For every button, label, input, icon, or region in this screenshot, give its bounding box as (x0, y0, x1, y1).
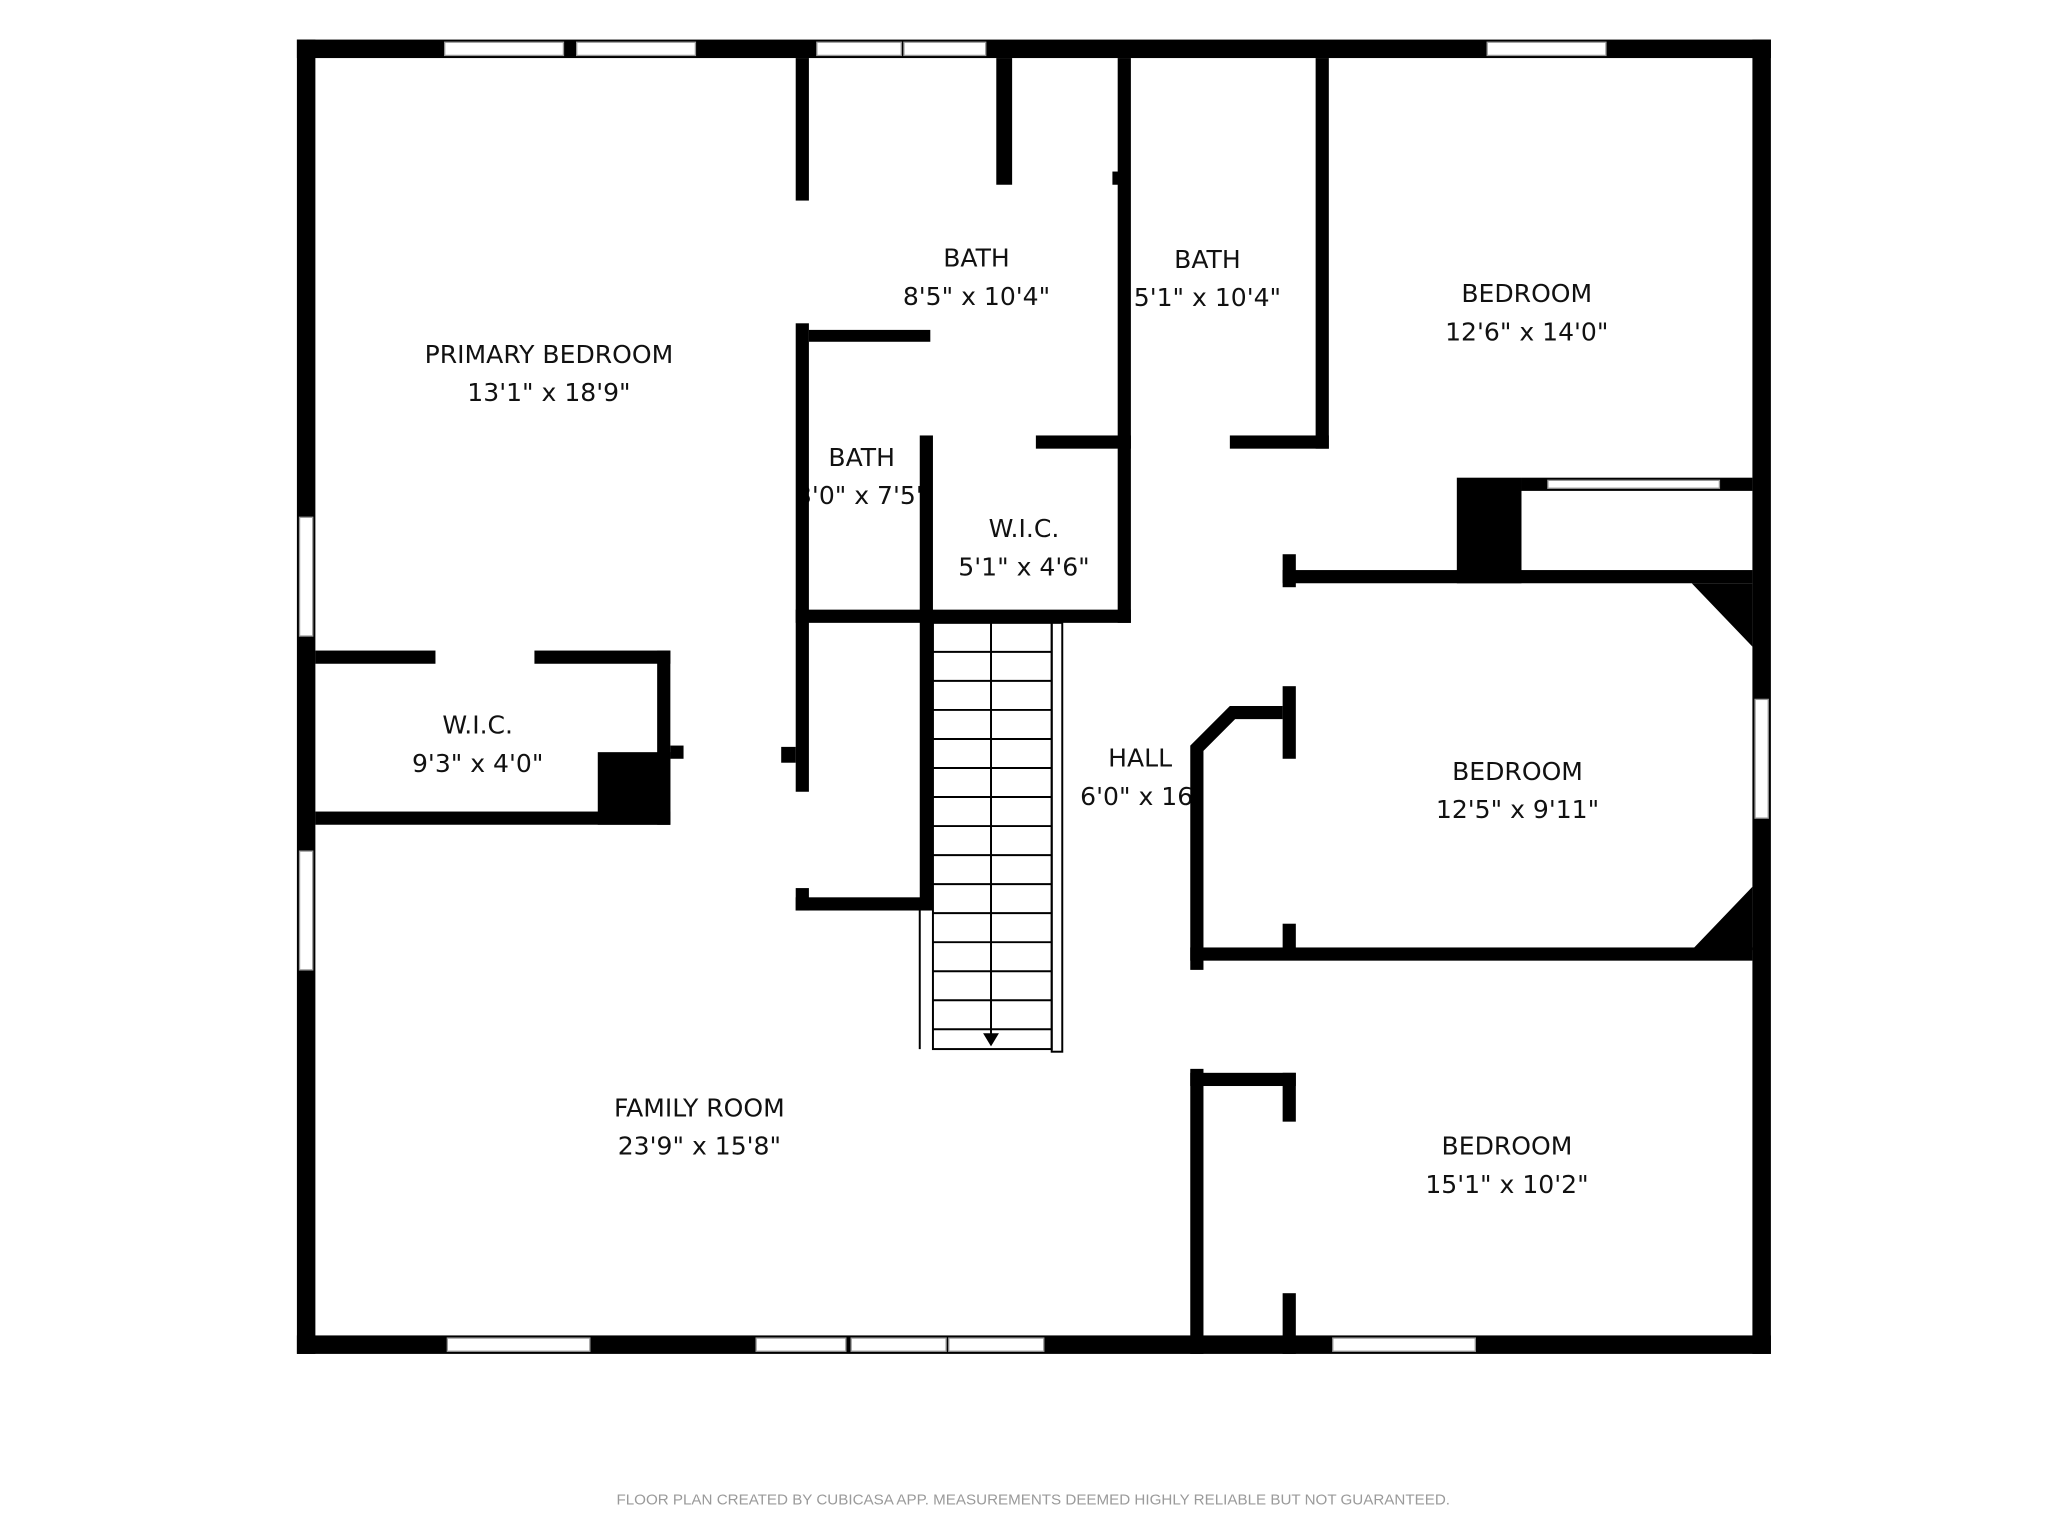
room-size-bedroom-3: 15'1" x 10'2" (1425, 1170, 1588, 1199)
room-name-hall: HALL (1108, 744, 1172, 773)
footer-disclaimer: FLOOR PLAN CREATED BY CUBICASA APP. MEAS… (616, 1491, 1450, 1508)
closet-opening (1547, 479, 1721, 489)
room-size-bedroom-1: 12'6" x 14'0" (1445, 317, 1608, 346)
window (1754, 698, 1769, 819)
room-labels: PRIMARY BEDROOM 13'1" x 18'9" BATH 8'5" … (412, 244, 1608, 1199)
window (816, 41, 902, 57)
room-name-wic-1: W.I.C. (989, 514, 1060, 543)
window (948, 1337, 1045, 1352)
window (1332, 1337, 1476, 1352)
room-size-bath-3: 3'0" x 7'5" (796, 481, 927, 510)
room-name-bath-3: BATH (828, 443, 895, 472)
room-size-hall: 6'0" x 16' (1080, 782, 1200, 811)
window (298, 516, 314, 637)
room-name-primary-bedroom: PRIMARY BEDROOM (425, 340, 674, 369)
staircase (918, 621, 1064, 1053)
room-name-wic-2: W.I.C. (442, 711, 513, 740)
room-size-bath-2: 5'1" x 10'4" (1134, 283, 1281, 312)
window (755, 1337, 847, 1352)
room-size-wic-1: 5'1" x 4'6" (958, 552, 1089, 581)
room-size-wic-2: 9'3" x 4'0" (412, 749, 543, 778)
room-size-bath-1: 8'5" x 10'4" (903, 282, 1050, 311)
window (576, 41, 697, 57)
window (446, 1337, 591, 1352)
window (850, 1337, 947, 1352)
room-size-family-room: 23'9" x 15'8" (618, 1132, 781, 1161)
window (298, 850, 314, 971)
windows (298, 41, 1769, 1352)
stair-direction-arrow-icon (983, 1033, 999, 1047)
room-name-bath-2: BATH (1174, 245, 1241, 274)
window (903, 41, 987, 57)
window (1486, 41, 1607, 57)
room-name-bedroom-3: BEDROOM (1442, 1132, 1573, 1161)
room-size-bedroom-2: 12'5" x 9'11" (1436, 795, 1599, 824)
room-name-bedroom-2: BEDROOM (1452, 757, 1583, 786)
room-size-primary-bedroom: 13'1" x 18'9" (467, 378, 630, 407)
room-name-bath-1: BATH (943, 244, 1010, 273)
room-name-bedroom-1: BEDROOM (1461, 279, 1592, 308)
room-name-family-room: FAMILY ROOM (614, 1093, 785, 1122)
window (444, 41, 565, 57)
